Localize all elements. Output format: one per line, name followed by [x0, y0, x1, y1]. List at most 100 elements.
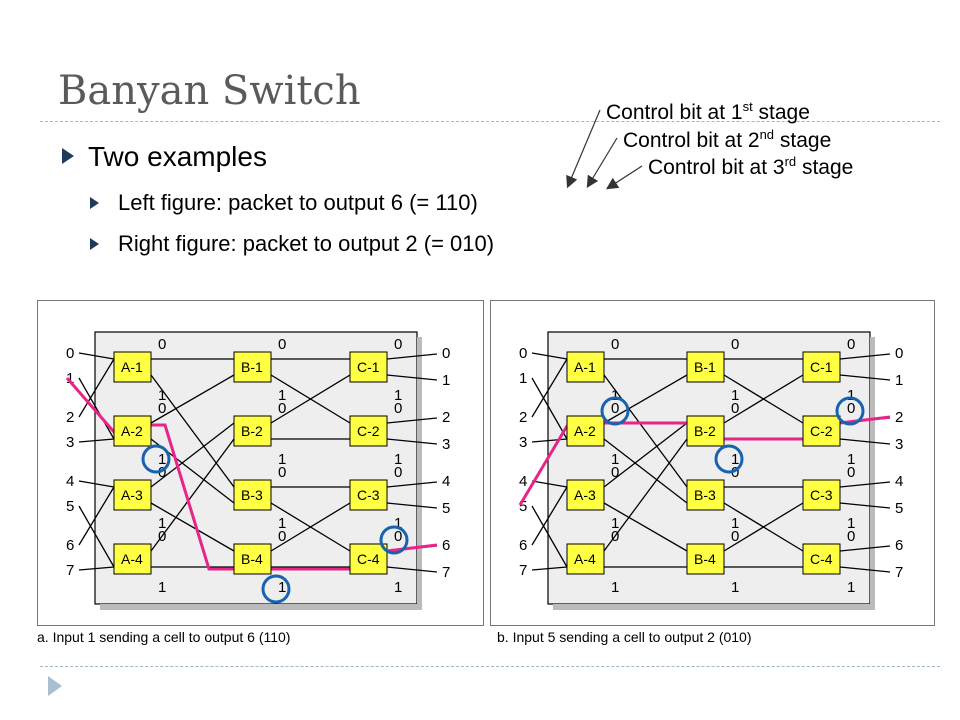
wire — [839, 438, 891, 445]
bit-label-1: 1 — [611, 515, 619, 532]
output-port-label: 3 — [895, 436, 903, 453]
bit-label-0: 0 — [847, 464, 855, 481]
switch-box — [802, 415, 841, 447]
wire — [603, 438, 688, 504]
wire — [531, 486, 568, 546]
input-port-label: 7 — [519, 562, 527, 579]
bit-label-0: 0 — [611, 528, 619, 545]
switch-box-label: A-1 — [121, 359, 143, 375]
switch-box — [349, 351, 388, 383]
output-port-label: 6 — [442, 537, 450, 554]
bit-label-0: 0 — [731, 528, 739, 545]
bit-label-0: 0 — [611, 336, 619, 353]
callout-stage-1: Control bit at 1st stage — [606, 99, 810, 124]
bit-label-1: 1 — [278, 387, 286, 404]
bit-label-0: 0 — [611, 400, 619, 417]
bit-label-0: 0 — [611, 464, 619, 481]
wire — [78, 486, 115, 546]
wire — [78, 352, 115, 360]
switch-box-label: C-1 — [810, 359, 833, 375]
bit-label-0: 0 — [278, 336, 286, 353]
wire — [78, 480, 115, 488]
bit-label-1: 1 — [278, 451, 286, 468]
sub-bullet-arrow-icon — [90, 238, 99, 250]
wire — [839, 481, 891, 488]
bit-label-1: 1 — [394, 579, 402, 596]
input-port-label: 5 — [66, 498, 74, 515]
bit-label-0: 0 — [158, 464, 166, 481]
output-port-label: 4 — [442, 473, 450, 490]
wire — [78, 438, 115, 443]
input-port-label: 3 — [519, 434, 527, 451]
switch-box — [686, 351, 725, 383]
input-port-label: 7 — [66, 562, 74, 579]
bit-label-1: 1 — [731, 515, 739, 532]
bit-label-0: 0 — [158, 336, 166, 353]
input-port-label: 0 — [519, 345, 527, 362]
bit-label-1: 1 — [158, 387, 166, 404]
bit-label-1: 1 — [611, 579, 619, 596]
control-bit-circle — [714, 444, 744, 474]
switch-box — [233, 479, 272, 511]
callout-arrow-1 — [566, 109, 601, 189]
wire — [386, 502, 438, 509]
switch-box-label: A-2 — [121, 423, 143, 439]
figure-left-banyan: 0123456701234567A-101A-201A-301A-401B-10… — [37, 300, 484, 626]
wire — [531, 352, 568, 360]
input-port-label: 1 — [519, 370, 527, 387]
output-port-label: 5 — [895, 500, 903, 517]
switch-box — [233, 415, 272, 447]
wire — [531, 438, 568, 443]
input-port-label: 2 — [519, 409, 527, 426]
wire — [839, 353, 891, 360]
bit-label-0: 0 — [731, 400, 739, 417]
bit-label-0: 0 — [847, 400, 855, 417]
input-port-label: 2 — [66, 409, 74, 426]
sub-bullet-arrow-icon — [90, 197, 99, 209]
wire — [531, 377, 568, 440]
output-port-label: 7 — [895, 564, 903, 581]
bit-label-0: 0 — [394, 464, 402, 481]
bit-label-1: 1 — [278, 515, 286, 532]
switch-box-label: B-3 — [694, 487, 716, 503]
bit-label-1: 1 — [394, 387, 402, 404]
bit-label-1: 1 — [847, 579, 855, 596]
bit-label-0: 0 — [278, 528, 286, 545]
output-port-label: 7 — [442, 564, 450, 581]
bullet-main: Two examples — [88, 141, 267, 172]
bit-label-1: 1 — [158, 515, 166, 532]
switch-box-label: B-4 — [241, 551, 263, 567]
switch-box-label: A-2 — [574, 423, 596, 439]
switch-box-label: C-2 — [357, 423, 380, 439]
switch-box-label: B-1 — [694, 359, 716, 375]
wire — [603, 502, 688, 552]
wire — [723, 502, 804, 552]
output-port-label: 2 — [895, 409, 903, 426]
switch-box — [686, 415, 725, 447]
wire — [78, 566, 115, 571]
input-port-label: 5 — [519, 498, 527, 515]
switch-box-label: B-4 — [694, 551, 716, 567]
bit-label-0: 0 — [158, 400, 166, 417]
bullet-left-figure: Left figure: packet to output 6 (= 110) — [118, 190, 478, 215]
switch-box — [566, 479, 605, 511]
callout-stage-3: Control bit at 3rd stage — [648, 154, 854, 179]
footer-arrow-icon — [48, 676, 62, 696]
wire — [839, 566, 891, 573]
bit-label-0: 0 — [847, 336, 855, 353]
switch-box-label: A-3 — [574, 487, 596, 503]
switch-box — [686, 543, 725, 575]
bit-label-0: 0 — [394, 528, 402, 545]
output-port-label: 3 — [442, 436, 450, 453]
bit-label-1: 1 — [847, 451, 855, 468]
switch-box-label: A-4 — [121, 551, 143, 567]
input-port-label: 4 — [66, 473, 74, 490]
input-port-label: 0 — [66, 345, 74, 362]
bit-label-1: 1 — [731, 579, 739, 596]
wire — [78, 358, 115, 418]
input-port-label: 6 — [519, 537, 527, 554]
control-bit-circle — [835, 396, 865, 426]
bit-label-0: 0 — [394, 400, 402, 417]
wire — [386, 374, 438, 381]
